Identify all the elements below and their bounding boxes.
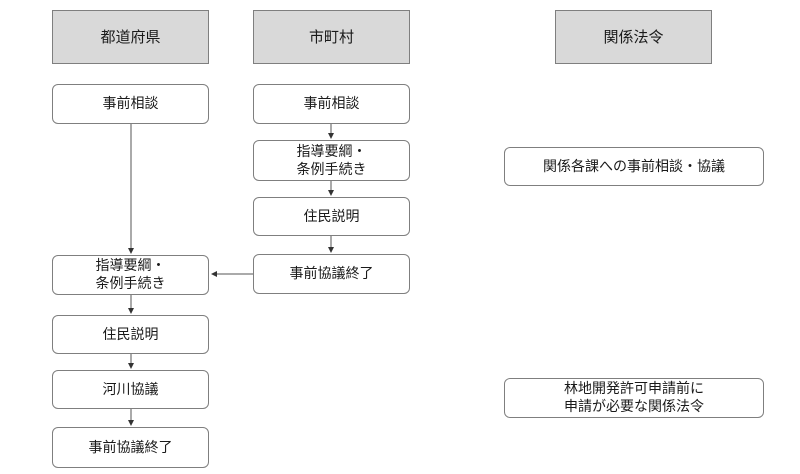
- pref-step-river-consultation: 河川協議: [52, 370, 209, 409]
- pref-step-prior-consultation: 事前相談: [52, 84, 209, 124]
- pref-step-consultation-complete: 事前協議終了: [52, 427, 209, 468]
- header-related-laws: 関係法令: [555, 10, 712, 64]
- pref-step-guideline-procedure: 指導要綱・ 条例手続き: [52, 255, 209, 295]
- header-municipality: 市町村: [253, 10, 410, 64]
- muni-step-consultation-complete: 事前協議終了: [253, 254, 410, 294]
- muni-step-resident-briefing: 住民説明: [253, 197, 410, 236]
- law-note-prior-consultation: 関係各課への事前相談・協議: [504, 147, 764, 186]
- pref-step-resident-briefing: 住民説明: [52, 315, 209, 354]
- law-note-required-laws: 林地開発許可申請前に 申請が必要な関係法令: [504, 378, 764, 418]
- header-prefecture: 都道府県: [52, 10, 209, 64]
- muni-step-prior-consultation: 事前相談: [253, 84, 410, 124]
- muni-step-guideline-procedure: 指導要綱・ 条例手続き: [253, 140, 410, 181]
